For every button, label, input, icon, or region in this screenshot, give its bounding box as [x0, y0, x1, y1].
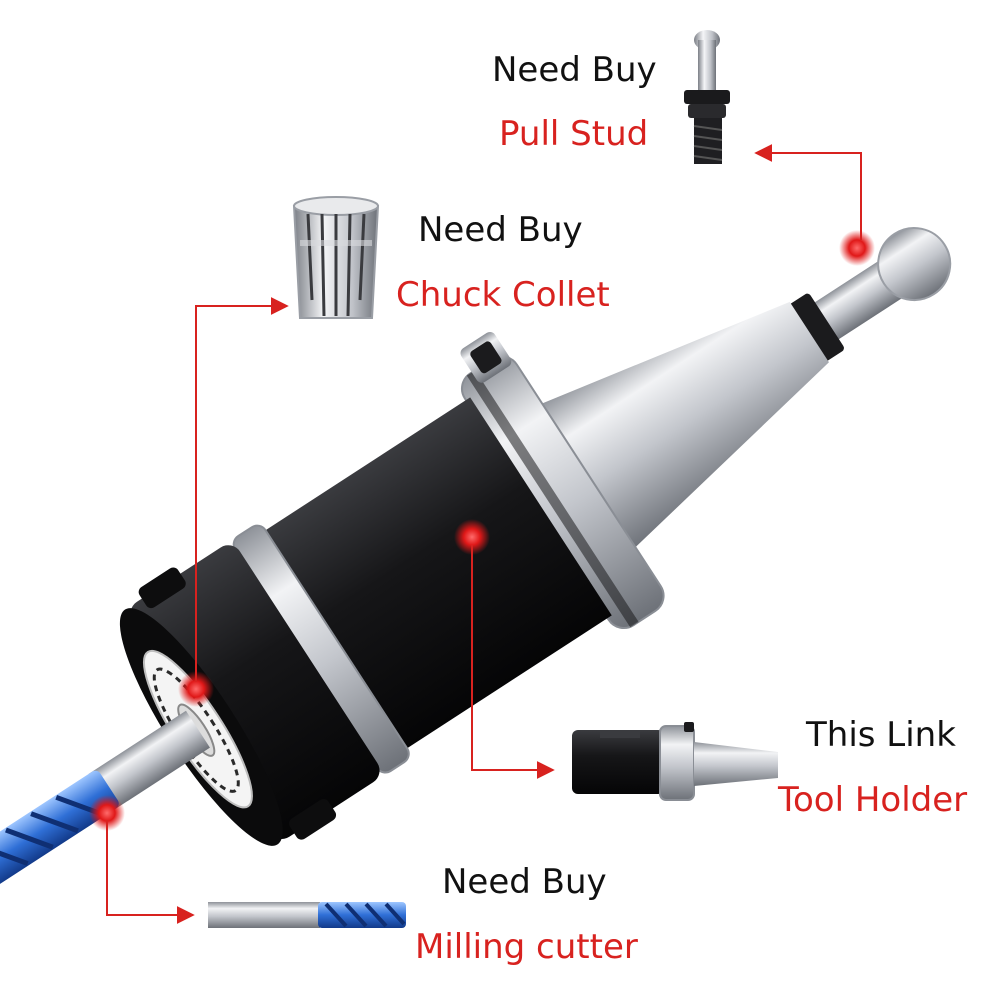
- milling-cutter-name: Milling cutter: [415, 927, 638, 967]
- flange: [460, 331, 665, 630]
- pull-stud-tag: Need Buy: [492, 50, 657, 90]
- mounted-milling-cutter: [0, 710, 210, 885]
- chuck-collet-icon: [292, 196, 380, 319]
- main-tool-holder: [0, 227, 952, 885]
- chuck-collet-tag: Need Buy: [418, 210, 583, 250]
- pull-stud-leader: [754, 144, 862, 240]
- chuck-collet-name: Chuck Collet: [396, 275, 610, 315]
- tool-holder-name: Tool Holder: [778, 780, 968, 820]
- tool-holder-tag: This Link: [806, 715, 956, 755]
- chuck-collet-marker: [178, 671, 214, 707]
- tool-holder-icon: [572, 722, 778, 801]
- pull-stud-icon: [684, 30, 730, 164]
- chuck-collet-leader: [195, 297, 289, 682]
- pull-stud-marker: [839, 230, 875, 266]
- milling-cutter-leader: [106, 820, 195, 924]
- milling-cutter-tag: Need Buy: [442, 862, 607, 902]
- pull-stud-name: Pull Stud: [499, 114, 649, 154]
- tool-holder-marker: [454, 519, 490, 555]
- pull-stud-mounted: [788, 227, 952, 362]
- milling-cutter-icon: [208, 902, 406, 928]
- milling-cutter-marker: [89, 795, 125, 831]
- taper-shank: [530, 301, 829, 556]
- tool-holder-leader: [471, 545, 555, 779]
